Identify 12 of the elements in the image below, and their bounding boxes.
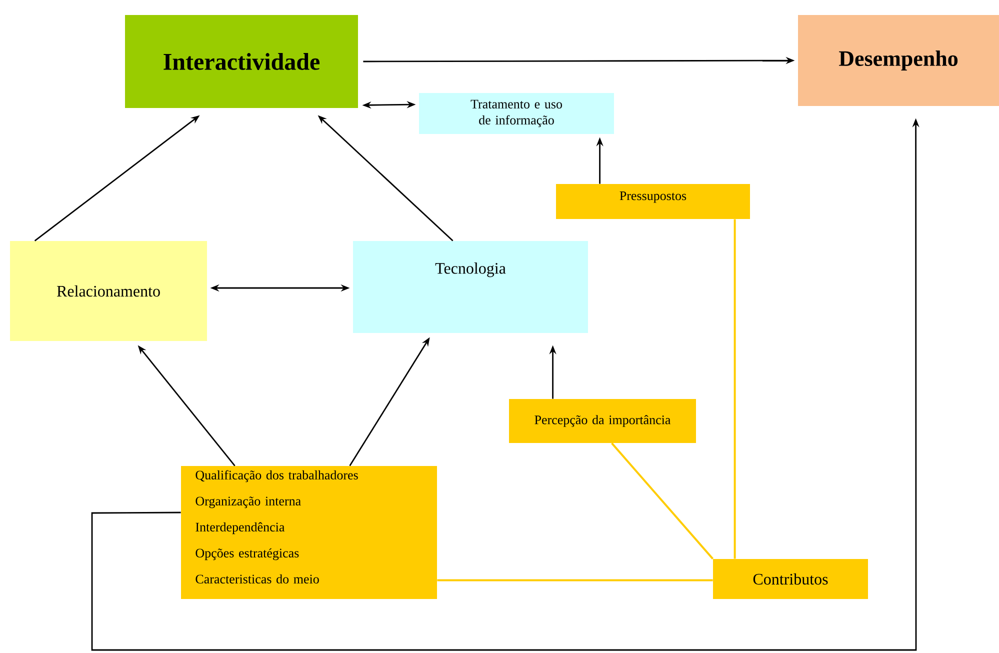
process-box: Percepção da importância — [509, 399, 696, 443]
process-box: Tratamento e uso de informação — [419, 93, 614, 134]
process-box: Contributos — [713, 559, 868, 599]
process-box: Relacionamento — [10, 241, 207, 341]
title-box: Interactividade — [125, 15, 358, 108]
process-box: Pressupostos — [556, 184, 750, 219]
connector-line — [611, 442, 714, 560]
connector-line — [437, 579, 713, 582]
connector-line — [734, 219, 736, 559]
process-box: Tecnologia — [353, 241, 588, 333]
list-box: Qualificação dos trabalhadores Organização interna Interdependência Opções estratégicas Caracteristicas do meio — [181, 466, 437, 599]
title-box: Desempenho — [798, 15, 999, 106]
